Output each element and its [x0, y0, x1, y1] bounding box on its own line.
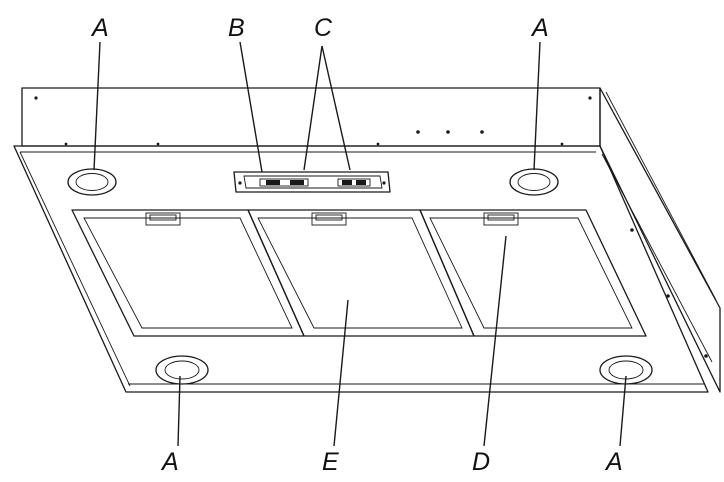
- filter-handle-left: [145, 212, 181, 226]
- light-top-left: [67, 168, 117, 196]
- filter-handle-right: [483, 212, 519, 226]
- callout-a-top-left: A: [90, 14, 109, 42]
- hood-body: [13, 87, 721, 393]
- filter-left: [71, 209, 305, 337]
- filter-center: [247, 209, 475, 337]
- leader-lines: [93, 41, 627, 447]
- hood-right-side: [599, 87, 721, 393]
- control-button-left: [259, 178, 309, 187]
- control-panel: [233, 171, 391, 193]
- callout-a-bottom-right: A: [604, 448, 623, 476]
- callout-a-bottom-left: A: [160, 448, 179, 476]
- filter-right: [419, 209, 647, 337]
- callout-a-top-right: A: [530, 14, 549, 42]
- light-bottom-left: [155, 355, 209, 385]
- control-button-right: [337, 178, 371, 187]
- callout-d: D: [472, 448, 490, 476]
- callout-e: E: [322, 448, 339, 476]
- callout-c: C: [314, 14, 333, 42]
- light-top-right: [509, 168, 559, 196]
- hood-bottom-face: [13, 145, 709, 393]
- filter-handle-center: [311, 212, 347, 226]
- callout-b: B: [228, 14, 245, 42]
